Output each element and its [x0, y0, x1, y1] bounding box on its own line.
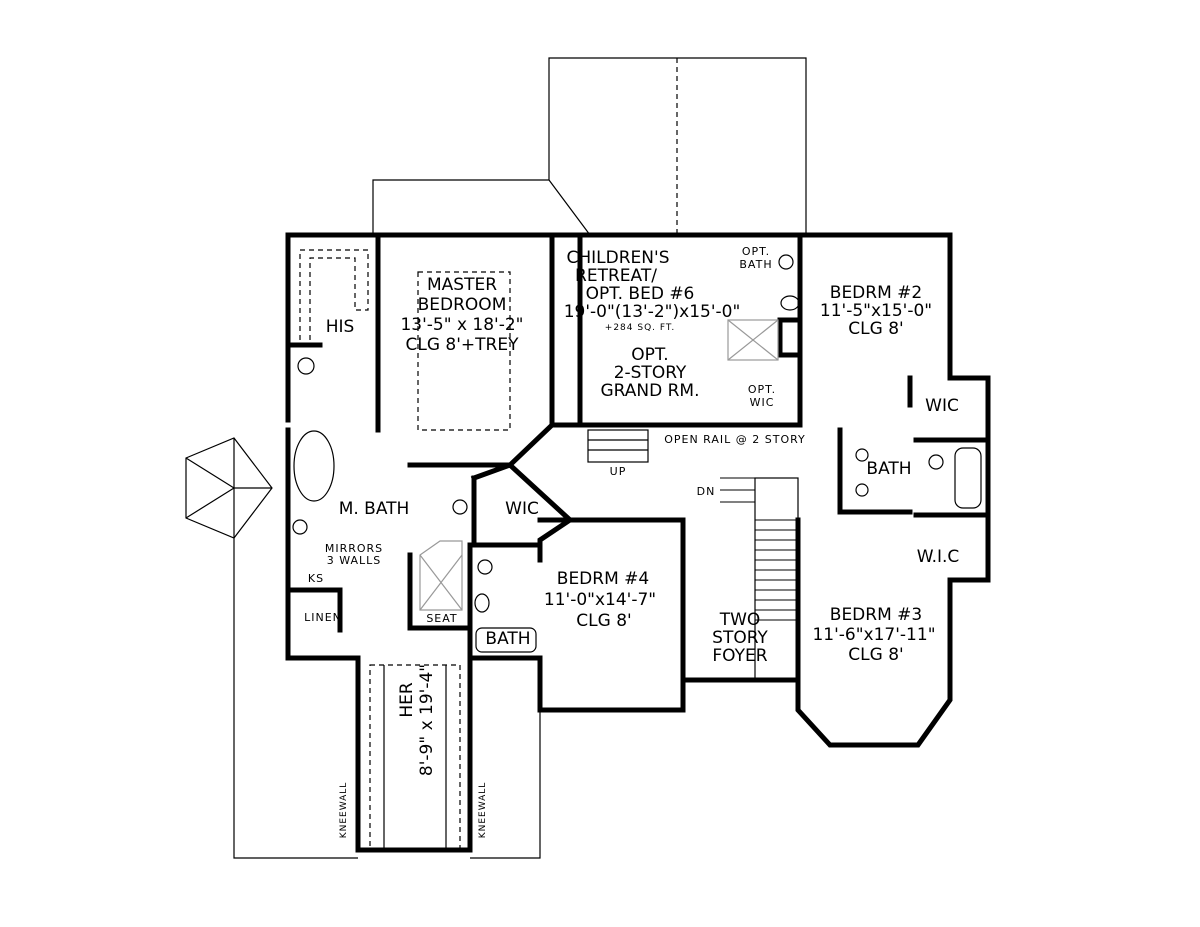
svg-text:CLG 8': CLG 8' [848, 645, 903, 665]
room-bath-right: BATH [866, 459, 911, 479]
svg-text:CLG 8': CLG 8' [576, 611, 631, 631]
room-wic-mid: WIC [505, 499, 539, 519]
fixtures [292, 249, 982, 851]
svg-text:BEDROOM: BEDROOM [418, 295, 507, 315]
room-opt-wic: OPT. [748, 383, 776, 396]
seat-label: SEAT [426, 612, 457, 625]
room-children-retreat: CHILDREN'S [567, 248, 670, 268]
svg-text:2-STORY: 2-STORY [614, 363, 687, 383]
room-linen: LINEN [304, 611, 342, 624]
svg-text:MIRRORS: MIRRORS [325, 542, 383, 555]
toilet-icon [297, 357, 315, 375]
room-bedrm-2: BEDRM #2 [830, 283, 922, 303]
roof-outlines [185, 57, 807, 859]
room-his: HIS [326, 317, 355, 337]
toilet-icon [928, 454, 944, 470]
room-opt-bath: OPT. [742, 245, 770, 258]
svg-text:OPT. BED #6: OPT. BED #6 [586, 284, 695, 304]
svg-text:11'-6"x17'-11": 11'-6"x17'-11" [812, 625, 935, 645]
svg-text:RETREAT/: RETREAT/ [575, 266, 657, 286]
shower-icon [727, 319, 779, 361]
svg-text:+284 SQ. FT.: +284 SQ. FT. [605, 323, 675, 333]
bathtub-icon [954, 447, 982, 509]
svg-text:CLG 8': CLG 8' [848, 319, 903, 339]
ks-label: KS [308, 572, 324, 585]
stairs-up-label: UP [610, 465, 627, 478]
room-master: MASTER [427, 275, 497, 295]
sink-icon [477, 559, 493, 575]
kneewall-right-label: KNEEWALL [478, 782, 488, 839]
room-bath-mid: BATH [485, 629, 530, 649]
svg-text:FOYER: FOYER [712, 646, 767, 666]
sink-icon [778, 254, 794, 270]
svg-text:8'-9" x 19'-4": 8'-9" x 19'-4" [417, 664, 437, 776]
room-foyer: TWO [719, 610, 761, 630]
room-bedrm-4: BEDRM #4 [557, 569, 649, 589]
sink-icon [855, 483, 869, 497]
svg-text:GRAND RM.: GRAND RM. [600, 381, 699, 401]
stairs-down-label: DN [697, 485, 716, 498]
sink-icon [292, 519, 308, 535]
svg-text:WIC: WIC [750, 396, 775, 409]
room-m-bath: M. BATH [339, 499, 410, 519]
bathtub-icon [293, 430, 335, 502]
svg-text:OPT.: OPT. [631, 345, 668, 365]
shower-icon [419, 540, 463, 611]
toilet-icon [474, 593, 490, 613]
sink-icon [855, 448, 869, 462]
svg-text:BATH: BATH [739, 258, 772, 271]
svg-text:11'-0"x14'-7": 11'-0"x14'-7" [544, 590, 656, 610]
svg-text:STORY: STORY [712, 628, 768, 648]
room-wic-bedrm3: W.I.C [917, 547, 960, 567]
stairs[interactable] [587, 429, 799, 681]
room-wic-bedrm2: WIC [925, 396, 959, 416]
bathtub-icon [475, 627, 537, 653]
sink-icon [452, 499, 468, 515]
svg-text:13'-5" x 18'-2": 13'-5" x 18'-2" [400, 315, 523, 335]
toilet-icon [780, 295, 800, 311]
svg-text:19'-0"(13'-2")x15'-0": 19'-0"(13'-2")x15'-0" [564, 302, 741, 322]
kneewall-left-label: KNEEWALL [339, 782, 349, 839]
svg-text:11'-5"x15'-0": 11'-5"x15'-0" [820, 301, 932, 321]
room-her: HER [397, 682, 417, 718]
room-bedrm-3: BEDRM #3 [830, 605, 922, 625]
walls [285, 232, 991, 853]
svg-text:3 WALLS: 3 WALLS [327, 554, 382, 567]
svg-text:CLG 8'+TREY: CLG 8'+TREY [406, 335, 520, 355]
open-rail-note: OPEN RAIL @ 2 STORY [664, 433, 806, 446]
room-labels: HIS MASTER BEDROOM 13'-5" x 18'-2" CLG 8… [304, 245, 959, 838]
